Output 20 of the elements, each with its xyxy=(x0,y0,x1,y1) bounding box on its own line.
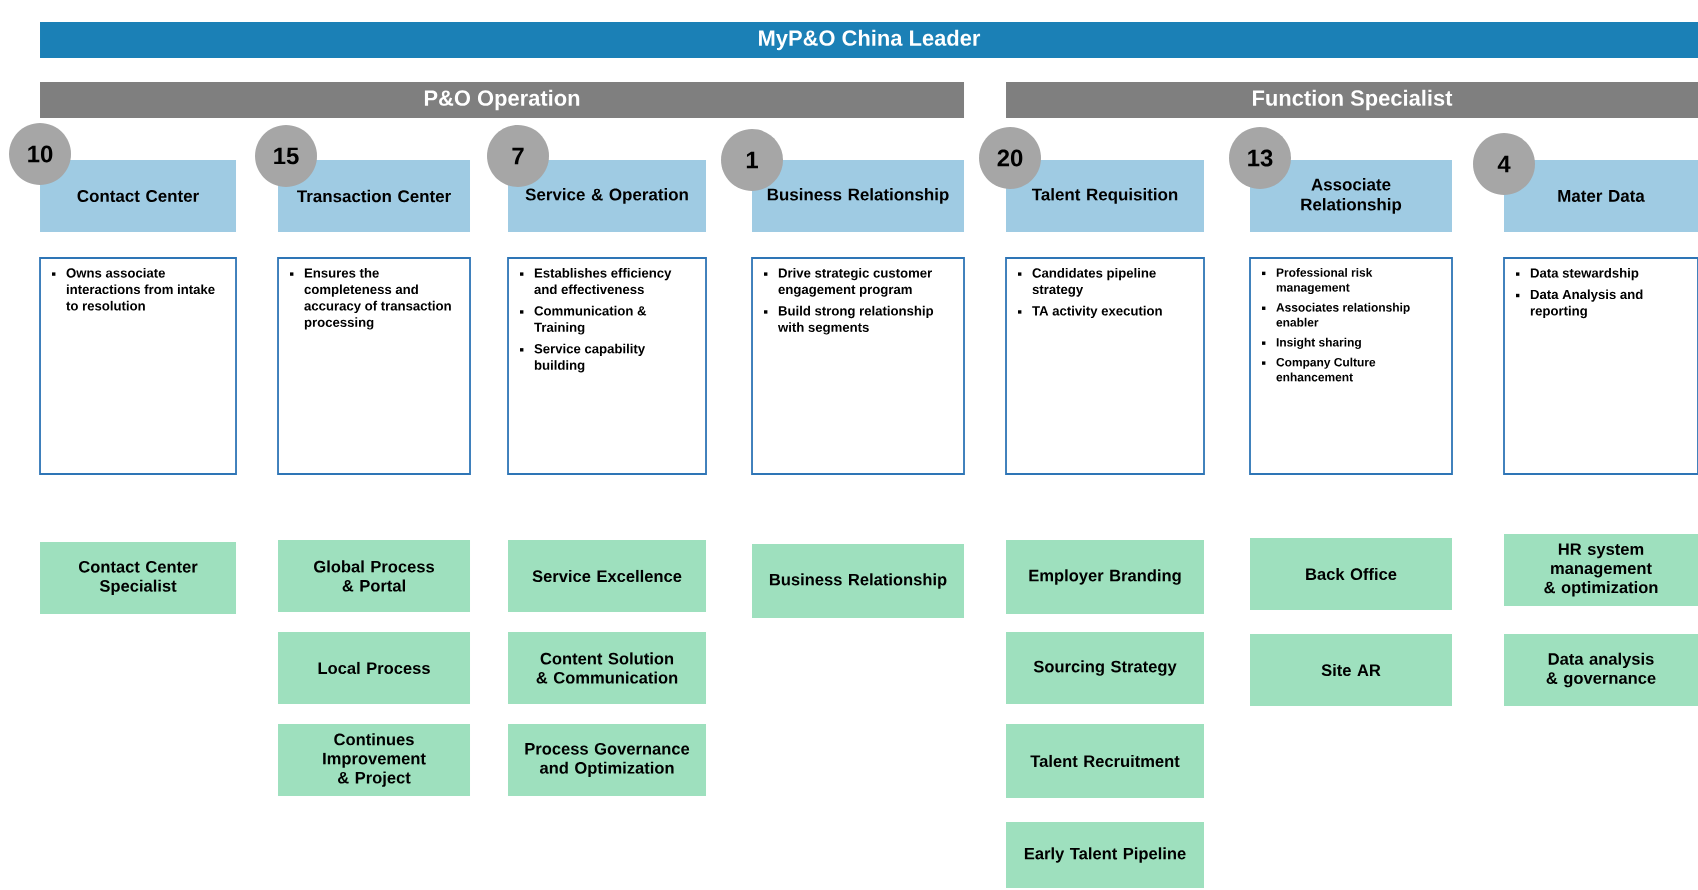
function-box: Business Relationship xyxy=(752,544,964,618)
section-band: Function Specialist xyxy=(1006,82,1698,118)
function-box: Employer Branding xyxy=(1006,540,1204,614)
function-box: Continues Improvement & Project xyxy=(278,724,470,796)
function-box: Process Governance and Optimization xyxy=(508,724,706,796)
function-box: Sourcing Strategy xyxy=(1006,632,1204,704)
function-box: Early Talent Pipeline xyxy=(1006,822,1204,888)
function-box: Back Office xyxy=(1250,538,1452,610)
function-box: Local Process xyxy=(278,632,470,704)
column-header: Contact Center xyxy=(40,160,236,232)
function-box: Talent Recruitment xyxy=(1006,724,1204,798)
function-box: HR system management & optimization xyxy=(1504,534,1698,606)
function-box: Data analysis & governance xyxy=(1504,634,1698,706)
section-band: P&O Operation xyxy=(40,82,964,118)
function-box: Site AR xyxy=(1250,634,1452,706)
function-box: Global Process & Portal xyxy=(278,540,470,612)
function-box: Content Solution & Communication xyxy=(508,632,706,704)
function-box: Contact Center Specialist xyxy=(40,542,236,614)
function-box: Service Excellence xyxy=(508,540,706,612)
title-bar: MyP&O China Leader xyxy=(40,22,1698,58)
